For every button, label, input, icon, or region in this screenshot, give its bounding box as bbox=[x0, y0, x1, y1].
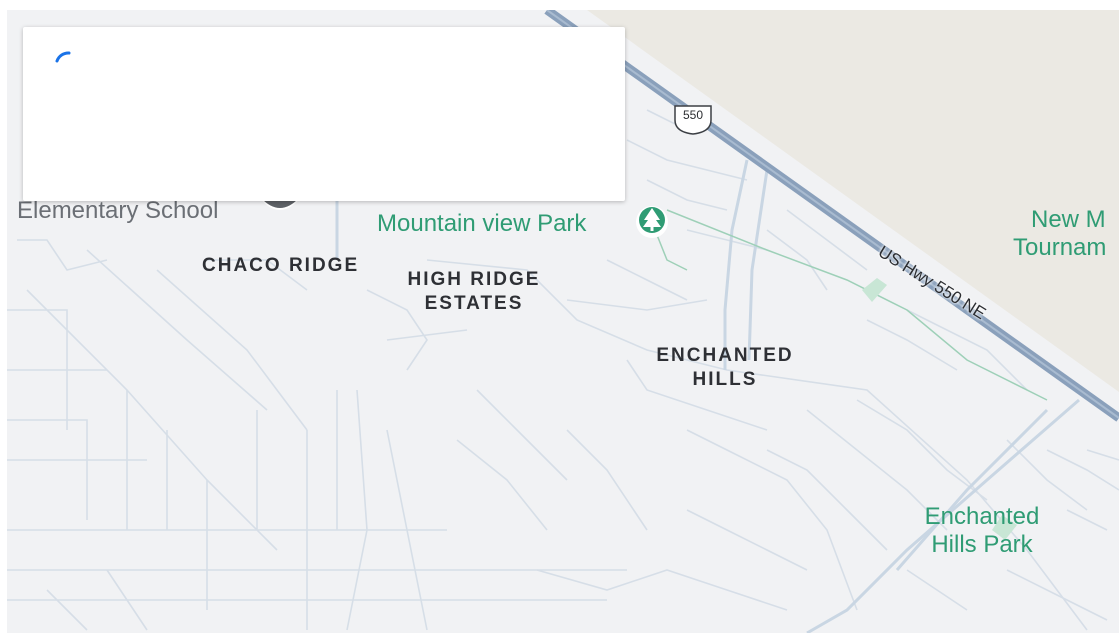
chaco-ridge-label: CHACO RIDGE bbox=[202, 255, 360, 276]
us-highway-550-center bbox=[546, 10, 1119, 419]
park-patch bbox=[992, 515, 1017, 540]
map-layer bbox=[7, 10, 1119, 633]
new-m-tournament-label[interactable]: New M Tournam bbox=[1013, 206, 1119, 262]
enchanted-hills-line2: HILLS bbox=[692, 369, 758, 390]
high-ridge-line1: HIGH RIDGE bbox=[407, 269, 541, 290]
mountain-view-park-label[interactable]: Mountain view Park bbox=[377, 210, 587, 237]
highway-shield-number: 550 bbox=[682, 108, 704, 122]
enchanted-hills-park-label[interactable]: Enchanted Hills Park bbox=[923, 503, 1041, 559]
enchanted-hills-line1: ENCHANTED bbox=[656, 345, 794, 366]
park-patch bbox=[862, 278, 887, 302]
new-m-line1: New M bbox=[1031, 206, 1106, 233]
enchanted-hills-label: ENCHANTED HILLS bbox=[640, 344, 810, 392]
loading-spinner-icon bbox=[55, 51, 71, 63]
terrain-area bbox=[547, 10, 1119, 392]
elementary-school-label[interactable]: Elementary School bbox=[17, 197, 219, 224]
enchanted-park-line2: Hills Park bbox=[931, 531, 1033, 558]
high-ridge-estates-label: HIGH RIDGE ESTATES bbox=[395, 268, 553, 316]
tree-pin-icon[interactable] bbox=[636, 206, 668, 238]
loading-card bbox=[23, 27, 625, 201]
high-ridge-line2: ESTATES bbox=[424, 293, 524, 314]
street-network bbox=[7, 69, 1119, 631]
new-m-line2: Tournam bbox=[1013, 234, 1107, 261]
enchanted-park-line1: Enchanted bbox=[924, 503, 1040, 530]
us-highway-shield-icon bbox=[674, 105, 712, 135]
